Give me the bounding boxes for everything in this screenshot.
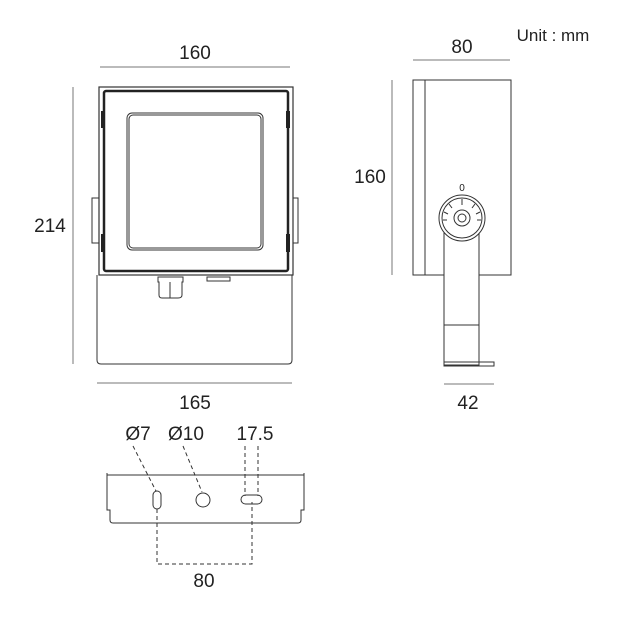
dim-front-width-top: 160 (179, 43, 211, 64)
mounting-bracket (96, 275, 293, 365)
unit-label: Unit : mm (517, 26, 590, 45)
tilt-scale (441, 197, 483, 239)
dim-side-height: 160 (354, 167, 386, 188)
dim-side-depth: 80 (451, 37, 472, 58)
bracket-plate (106, 473, 305, 524)
housing-bezel (102, 89, 290, 273)
led-panel (126, 112, 264, 251)
dim-front-height: 214 (34, 216, 66, 237)
clip-right-top (286, 111, 290, 128)
leader-hole-large (182, 445, 203, 493)
tilt-zero-label: 0 (459, 183, 465, 194)
label-hole-large: Ø10 (168, 424, 204, 445)
label-hole-small: Ø7 (125, 424, 150, 445)
vent-bar (206, 276, 231, 282)
label-slot-length: 17.5 (237, 424, 274, 445)
dim-bracket-width: 42 (457, 393, 478, 414)
dim-line-hole-spacing (156, 502, 253, 565)
side-tab-left (91, 197, 100, 244)
clip-right-bottom (286, 234, 290, 252)
tilt-ticks (443, 199, 481, 221)
knob-bolt-center (457, 213, 467, 223)
dim-hole-spacing: 80 (193, 571, 214, 592)
clip-left-top (101, 111, 105, 128)
front-view: 160 214 165 (34, 43, 299, 414)
clip-left-bottom (101, 234, 105, 252)
bracket-foot (443, 361, 495, 367)
knob-bolt (453, 209, 471, 227)
side-view: 80 160 0 42 (354, 37, 512, 414)
bracket-view: Ø7 Ø10 17.5 80 (106, 424, 305, 592)
leader-hole-small (132, 445, 157, 492)
led-panel-inner (128, 114, 262, 249)
hole-large (195, 492, 211, 508)
bracket-arm (443, 231, 480, 366)
cable-gland (157, 276, 184, 299)
dim-front-width-bottom: 165 (179, 393, 211, 414)
hole-small (152, 490, 162, 510)
